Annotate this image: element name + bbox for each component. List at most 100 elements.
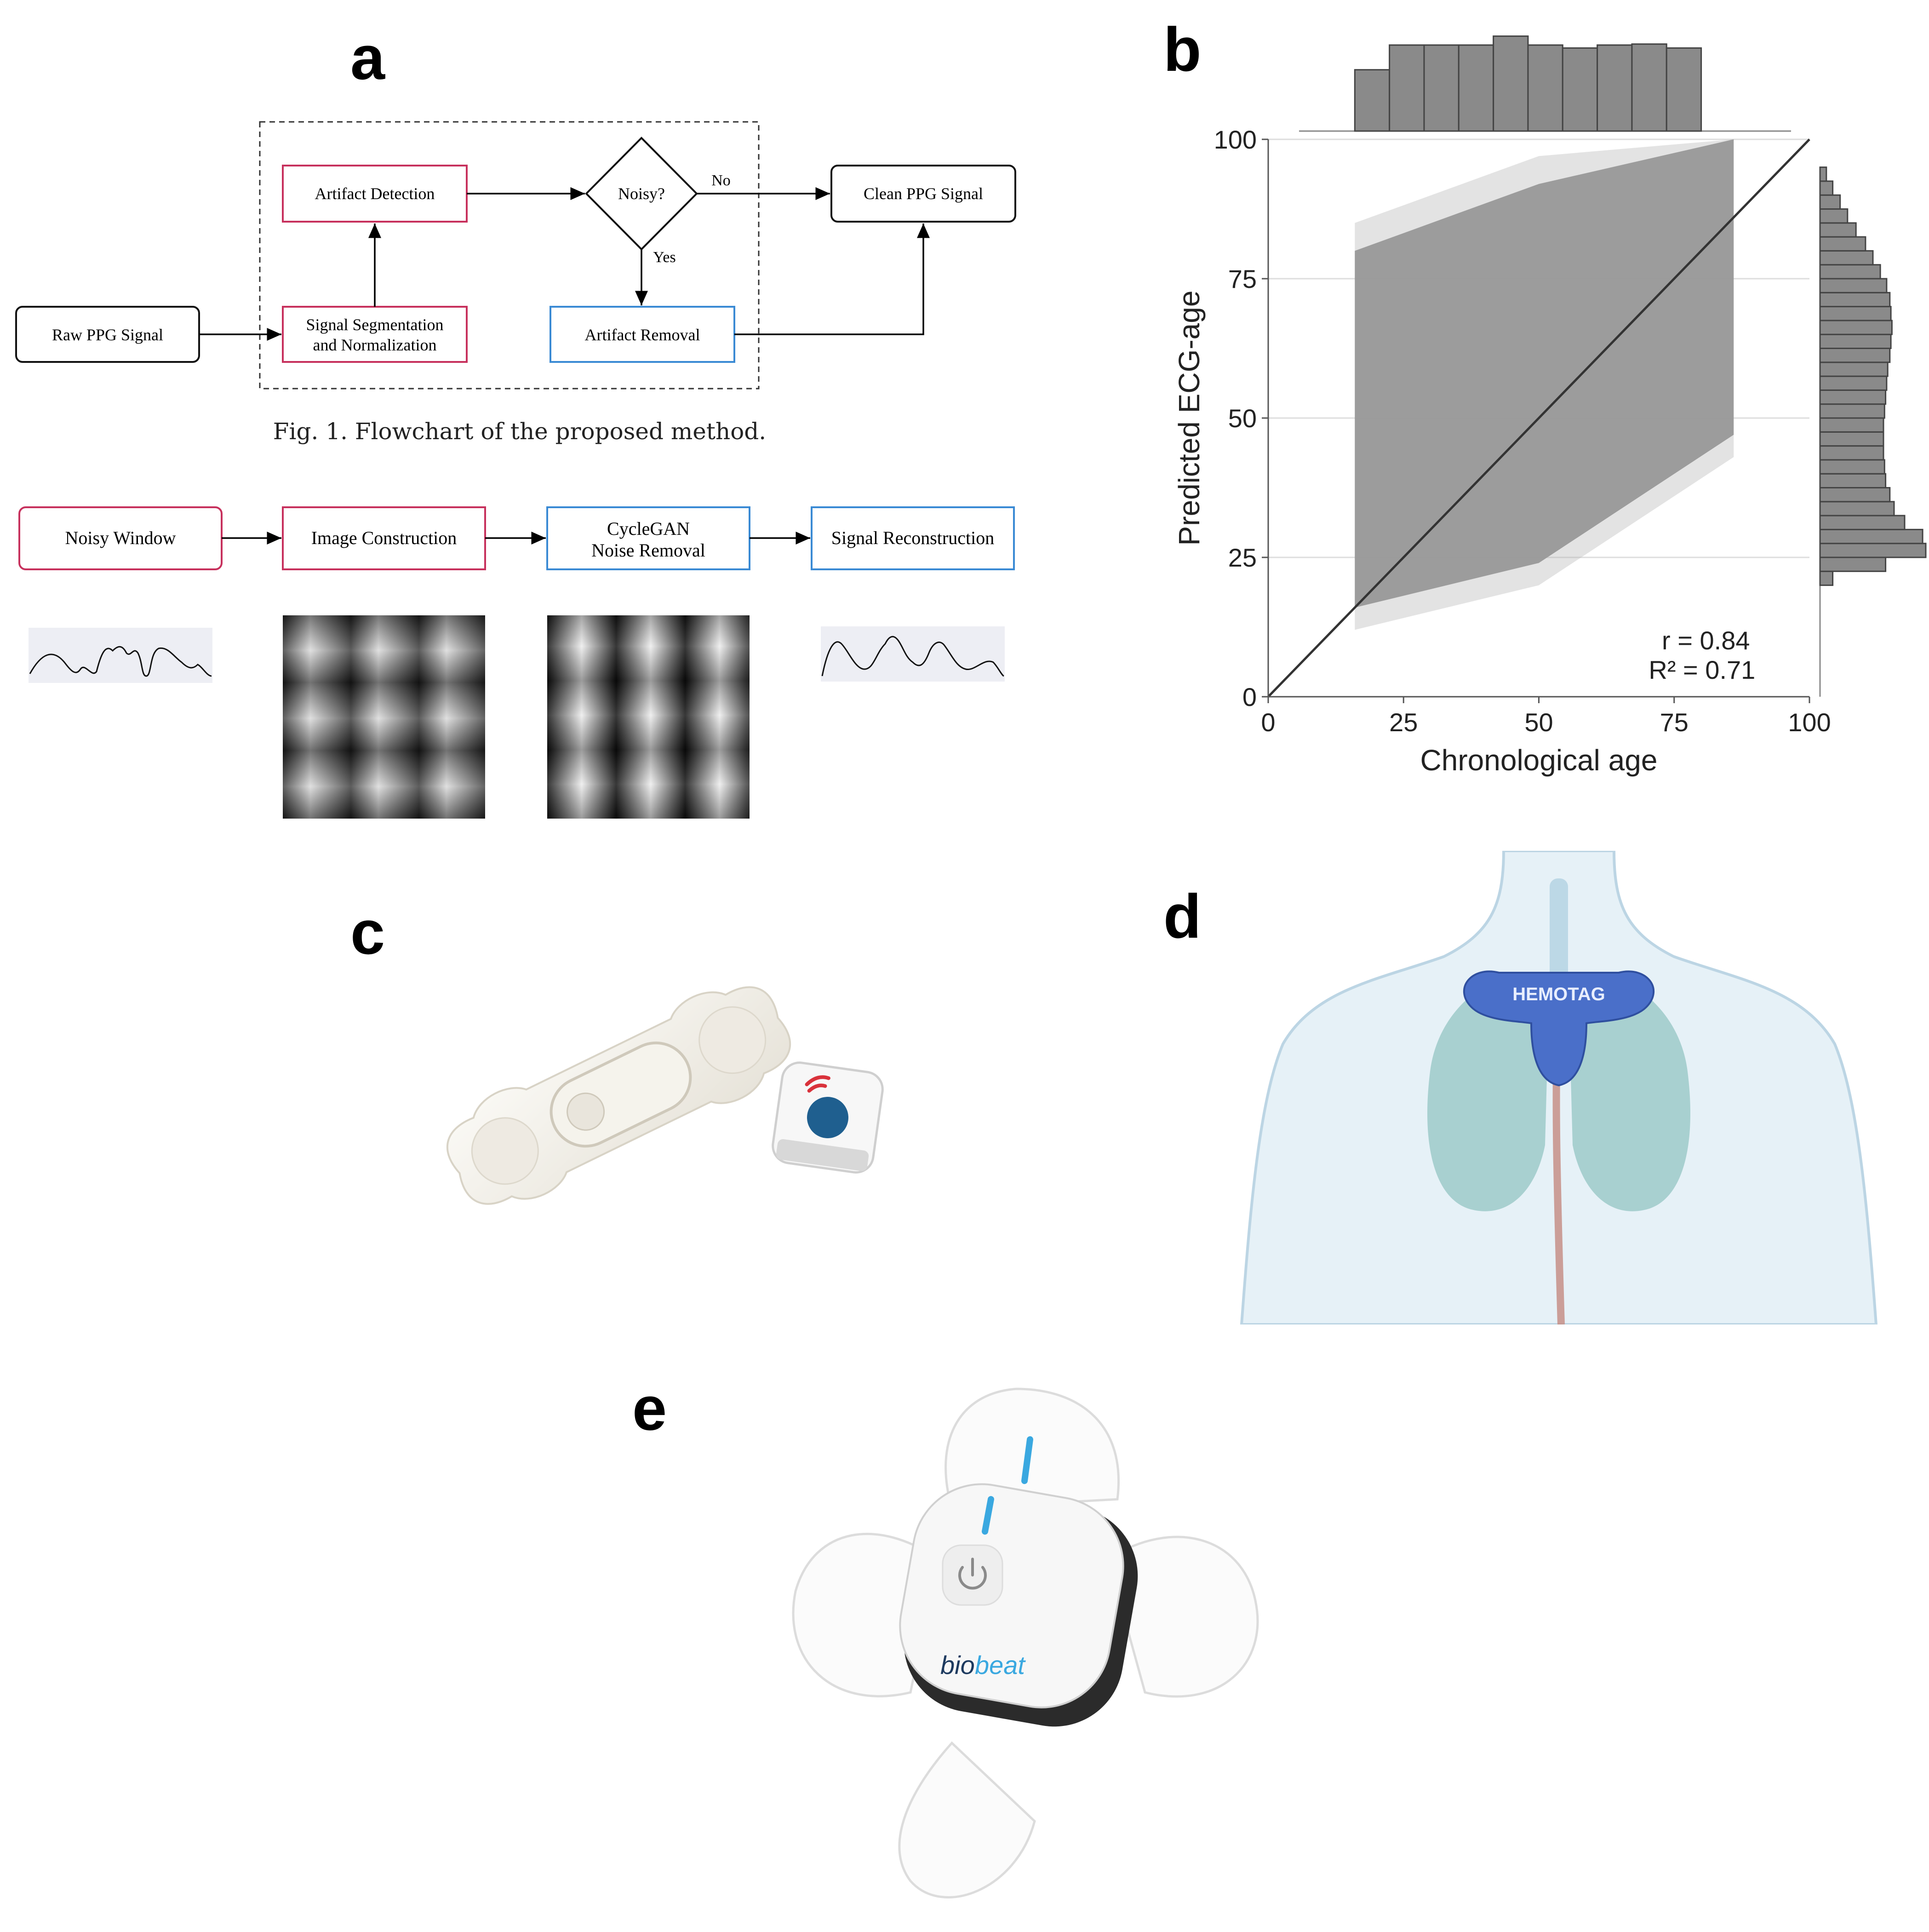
flowchart-caption: Fig. 1. Flowchart of the proposed method…: [273, 418, 766, 445]
y-axis-label: Predicted ECG-age: [1173, 291, 1206, 546]
y-hist-bar: [1819, 431, 1884, 447]
x-hist-bar: [1597, 44, 1633, 132]
y-hist-bar: [1819, 166, 1827, 182]
cradle-window: [567, 1092, 605, 1131]
panel-label-d: d: [1163, 882, 1202, 951]
sensor-logo: [807, 1097, 848, 1138]
signal-reconstruction-text: Signal Reconstruction: [831, 527, 994, 548]
clean-waveform-bg: [821, 626, 1005, 682]
y-hist-bar: [1819, 292, 1891, 308]
sensor-pod-base: [776, 1139, 869, 1171]
x-hist-bar: [1631, 43, 1667, 132]
cyclegan-text-1: CycleGAN: [607, 518, 690, 539]
right-lung: [1568, 972, 1690, 1211]
panel-d-torso: HEMOTAG: [1240, 851, 1878, 1324]
clean-ppg-text: Clean PPG Signal: [864, 184, 983, 203]
arrow-removal-to-clean: [734, 224, 930, 335]
adhesive-petal-top: [944, 1387, 1120, 1510]
panel-label-a: a: [350, 23, 385, 92]
noisy-image-thumbnail: [283, 615, 485, 819]
electrode-left: [471, 1117, 539, 1185]
adhesive-petal-right: [1107, 1536, 1259, 1698]
y-hist-bar: [1819, 222, 1857, 238]
adhesive-petal-left: [792, 1532, 939, 1697]
artifact-detection-box: [282, 165, 468, 223]
image-construction-box: [282, 506, 486, 570]
noisy-waveform-bg: [29, 628, 212, 683]
y-hist-bar: [1819, 528, 1923, 545]
hemotag-label: HEMOTAG: [1512, 984, 1605, 1004]
left-lung: [1427, 972, 1550, 1211]
trachea: [1550, 878, 1568, 998]
y-hist-bar: [1819, 389, 1887, 405]
dashed-enclosure: [259, 121, 760, 390]
clean-ppg-box: [830, 165, 1016, 223]
y-hist-bar: [1819, 459, 1885, 475]
noisy-window-text: Noisy Window: [65, 527, 176, 548]
x-hist-bar: [1423, 44, 1460, 132]
cyclegan-box: [546, 506, 750, 570]
y-hist-bar: [1819, 264, 1881, 280]
x-hist-bar: [1666, 47, 1702, 132]
y-hist-bar: [1819, 348, 1891, 363]
y-hist-bar: [1819, 375, 1888, 391]
y-hist-bar: [1819, 208, 1849, 224]
x-tick-label: 0: [1261, 708, 1275, 737]
x-hist-bar: [1389, 44, 1425, 132]
panel-e-device: bio beat: [792, 1387, 1259, 1898]
x-tick-label: 25: [1389, 708, 1418, 737]
panel-label-c: c: [350, 898, 385, 967]
y-hist-bar: [1819, 515, 1906, 530]
y-hist-bar: [1819, 417, 1884, 433]
x-hist-bar: [1493, 35, 1529, 132]
y-hist-bar: [1819, 250, 1874, 266]
y-tick-label: 25: [1228, 543, 1257, 572]
y-hist-bar: [1819, 403, 1885, 419]
annotation-r2: R² = 0.71: [1649, 655, 1755, 684]
adhesive-petal-bottom: [898, 1741, 1036, 1898]
y-hist-bar: [1819, 570, 1834, 586]
segmentation-text-2: and Normalization: [313, 336, 437, 354]
y-tick-label: 50: [1228, 404, 1257, 433]
y-hist-bar: [1819, 473, 1887, 488]
x-tick-label: 100: [1788, 708, 1831, 737]
artifact-removal-box: [550, 306, 735, 363]
x-hist-bar: [1458, 44, 1494, 132]
x-hist-bar: [1354, 69, 1391, 132]
noisy-text: Noisy?: [618, 184, 665, 203]
y-hist-bar: [1819, 445, 1884, 461]
y-hist-bar: [1819, 361, 1889, 377]
x-hist-bar: [1562, 47, 1598, 132]
y-tick-label: 75: [1228, 264, 1257, 293]
segmentation-text-1: Signal Segmentation: [306, 315, 444, 334]
x-axis-label: Chronological age: [1420, 744, 1658, 777]
noisy-waveform: [29, 646, 212, 677]
hemotag-device: [1463, 970, 1655, 1087]
y-hist-bar: [1819, 556, 1887, 572]
y-hist-bar: [1819, 543, 1927, 558]
yes-label: Yes: [653, 249, 675, 266]
status-led: [982, 1496, 994, 1535]
y-hist-bar: [1819, 236, 1866, 252]
raw-ppg-text: Raw PPG Signal: [52, 326, 163, 344]
scatter-outlier-halo: [1355, 139, 1734, 630]
signal-reconstruction-box: [811, 506, 1015, 570]
y-tick-label: 0: [1242, 682, 1257, 711]
biobeat-logo-bio: bio: [940, 1651, 975, 1680]
denoised-image-thumbnail: [547, 615, 750, 819]
no-label: No: [711, 172, 731, 189]
y-hist-bar: [1819, 180, 1834, 196]
y-marginal-histogram: [1819, 166, 1927, 697]
y-tick-label: 100: [1214, 125, 1257, 154]
wifi-icon: [805, 1075, 830, 1093]
x-marginal-histogram: [1299, 35, 1791, 132]
identity-line: [1267, 138, 1810, 698]
point-cloud-layer: [1355, 139, 1734, 630]
y-hist-bar: [1819, 278, 1888, 293]
scatter-point-cloud: [1355, 139, 1734, 608]
status-led-top: [1021, 1436, 1033, 1484]
annotation-r: r = 0.84: [1662, 626, 1750, 655]
device-body: [899, 1483, 1124, 1708]
